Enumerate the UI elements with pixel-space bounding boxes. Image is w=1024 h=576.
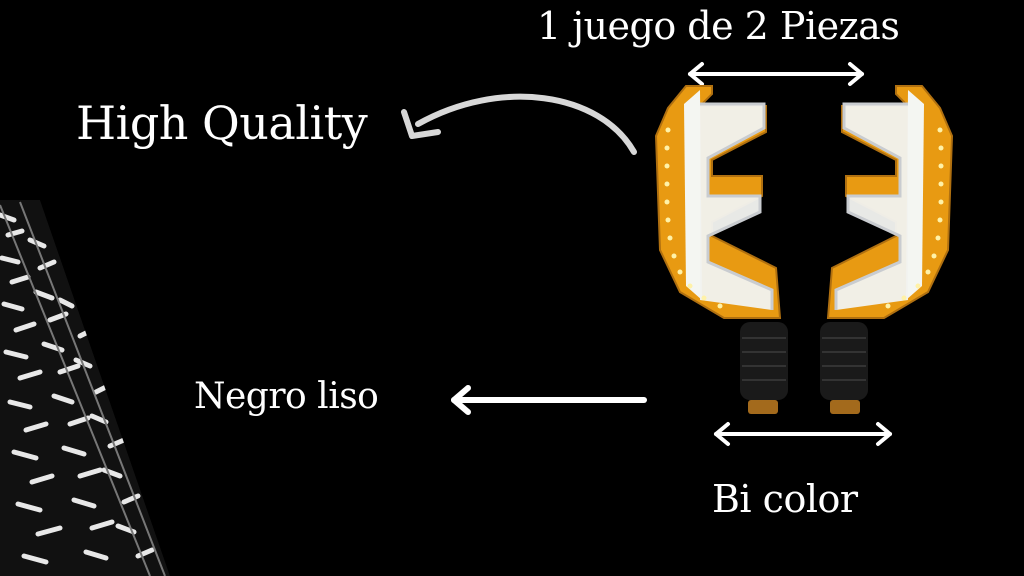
led-turn-signal-pair (654, 85, 954, 414)
double-arrow-icon (714, 422, 892, 446)
double-arrow-icon (688, 62, 864, 86)
curved-arrow-left-icon (401, 93, 637, 155)
quality-caption: High Quality (76, 96, 368, 150)
pieces-caption: 1 juego de 2 Piezas (537, 4, 900, 48)
color-caption: Bi color (712, 477, 858, 521)
arrow-left-icon (451, 385, 647, 415)
led-signal-right (820, 85, 954, 414)
led-signal-left (654, 85, 788, 414)
finish-caption: Negro liso (194, 376, 379, 417)
